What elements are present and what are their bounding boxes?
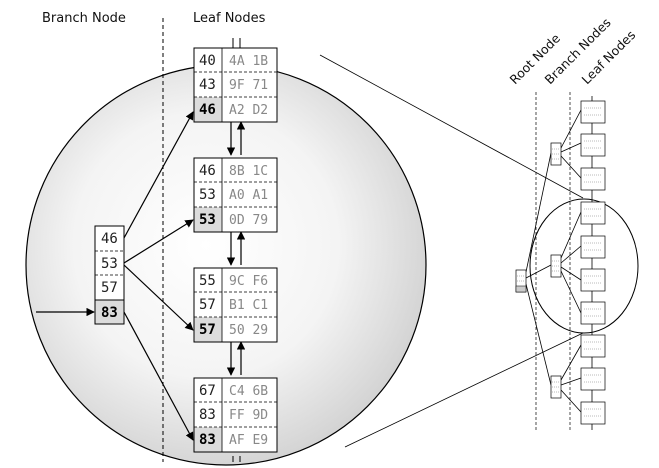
leaf-key-bold: 57 xyxy=(199,322,216,338)
leaf-key: 53 xyxy=(199,187,216,203)
leaf-node: 40 4A 1B 43 9F 71 46 A2 D2 xyxy=(193,47,278,123)
branch-to-leaf-arrow xyxy=(123,111,194,239)
branch-key: 53 xyxy=(101,256,118,272)
minimap-leaf-node xyxy=(580,268,606,292)
leaf-key-highlight xyxy=(194,317,222,342)
branch-node-header: Branch Node xyxy=(42,11,126,26)
leaf-node-box xyxy=(193,47,278,123)
leaf-node: 55 9C F6 57 B1 C1 57 50 29 xyxy=(193,267,278,343)
minimap-leaf-rows xyxy=(584,107,602,417)
minimap-leaves xyxy=(580,100,606,425)
branch-node: 46 53 57 83 xyxy=(94,225,125,325)
leaf-node: 46 8B 1C 53 A0 A1 53 0D 79 xyxy=(193,157,278,233)
leaf-rowid: 4A 1B xyxy=(229,54,268,69)
leaf-key-highlight xyxy=(194,97,222,122)
leaf-links xyxy=(226,121,246,376)
leaf-chain xyxy=(232,38,241,462)
leaf-key: 55 xyxy=(199,273,216,289)
leaf-key-highlight xyxy=(194,427,222,452)
branch-to-leaf-arrow xyxy=(123,264,194,331)
leaf-key: 57 xyxy=(199,297,216,313)
leaf-rowid: A2 D2 xyxy=(229,103,268,118)
minimap-root-node-key xyxy=(515,285,527,293)
minimap-inner-rows xyxy=(517,148,560,393)
leaf-node-box xyxy=(193,377,278,453)
leaf-key-bold: 83 xyxy=(199,432,216,448)
minimap-leaf-node xyxy=(580,201,606,225)
leaf-key-highlight xyxy=(194,207,222,232)
leaf-nodes-header: Leaf Nodes xyxy=(193,11,266,26)
branch-to-leaf-arrow xyxy=(123,311,194,441)
minimap-leaf-node xyxy=(580,133,606,157)
leaf-node: 67 C4 6B 83 FF 9D 83 AF E9 xyxy=(193,377,278,453)
minimap-zoom-circle xyxy=(529,198,639,334)
minimap: Root Node Branch Nodes Leaf Nodes xyxy=(507,15,639,430)
leaf-rowid: FF 9D xyxy=(229,408,268,423)
leaf-key: 43 xyxy=(199,77,216,93)
leaf-rowid: B1 C1 xyxy=(229,298,268,313)
leaf-key: 40 xyxy=(199,53,216,69)
leaf-rowid: 0D 79 xyxy=(229,213,268,228)
leaf-rowid: 8B 1C xyxy=(229,164,268,179)
leaf-key-bold: 53 xyxy=(199,212,216,228)
leaf-rowid: 50 29 xyxy=(229,323,268,338)
branch-key: 57 xyxy=(101,280,118,296)
branch-to-leaf-arrows xyxy=(123,111,194,441)
branch-to-leaf-arrow xyxy=(123,219,194,264)
leaf-rowid: AF E9 xyxy=(229,433,268,448)
leaf-rowid: 9F 71 xyxy=(229,78,268,93)
minimap-leaf-node xyxy=(580,235,606,259)
minimap-leaf-node xyxy=(580,100,606,124)
leaf-key-bold: 46 xyxy=(199,102,216,118)
leaf-rowid: 9C F6 xyxy=(229,274,268,289)
leaf-rowid: C4 6B xyxy=(229,384,268,399)
branch-key-highlighted: 83 xyxy=(101,305,118,321)
zoom-lines xyxy=(319,54,584,448)
minimap-root-links xyxy=(525,152,552,386)
leaf-key: 46 xyxy=(199,163,216,179)
minimap-leaf-node xyxy=(580,167,606,191)
minimap-leaf-node xyxy=(580,301,606,325)
leaf-key: 67 xyxy=(199,383,216,399)
branch-key: 46 xyxy=(101,231,118,247)
minimap-branch-links xyxy=(560,109,582,413)
leaf-key: 83 xyxy=(199,407,216,423)
minimap-leaf-node xyxy=(580,367,606,391)
leaf-node-box xyxy=(193,157,278,233)
leaf-node-box xyxy=(193,267,278,343)
minimap-leaf-node xyxy=(580,334,606,358)
minimap-leaf-node xyxy=(580,401,606,425)
leaf-rowid: A0 A1 xyxy=(229,188,268,203)
